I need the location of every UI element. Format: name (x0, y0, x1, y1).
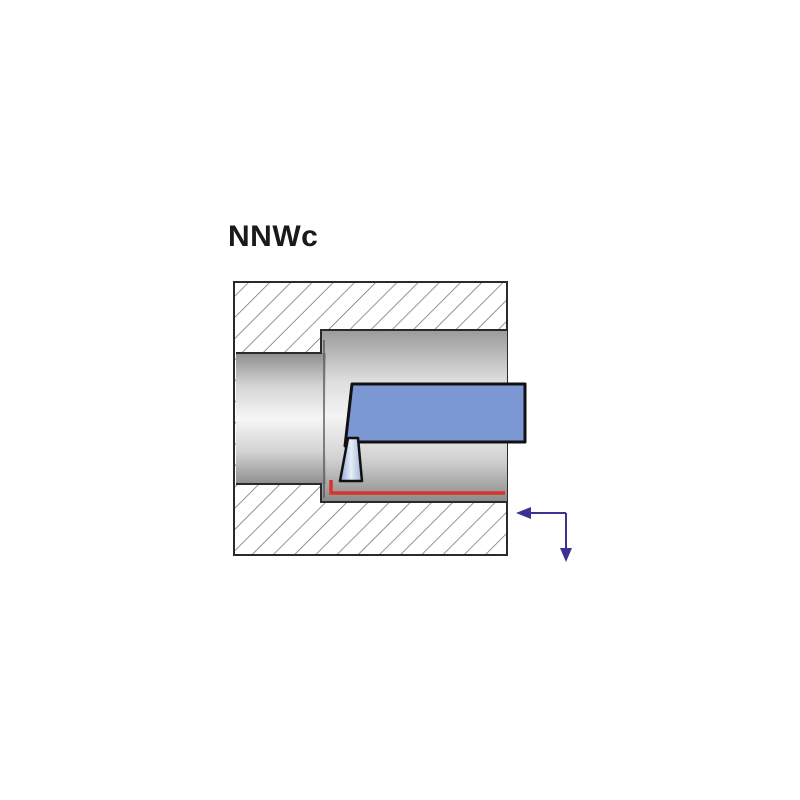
cavity-outline (236, 329, 507, 503)
cutting-insert (338, 436, 364, 483)
feed-direction-arrow-icon (516, 507, 572, 562)
boring-bar (343, 382, 527, 448)
cutting-path (329, 480, 505, 495)
through-bore (236, 353, 326, 484)
diagram-title: NNWc (228, 220, 319, 253)
